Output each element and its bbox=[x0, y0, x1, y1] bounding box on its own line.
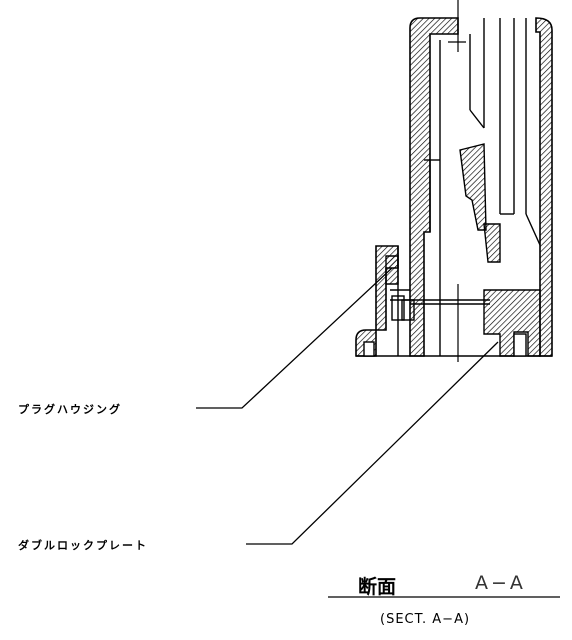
internal-contours bbox=[356, 18, 552, 357]
section-subtitle: (SECT. A−A) bbox=[380, 612, 471, 627]
section-id: A−A bbox=[475, 572, 526, 594]
label-plug-housing: プラグハウジング bbox=[18, 403, 122, 416]
section-title: 断面 bbox=[358, 576, 397, 598]
label-double-lock-plate: ダブルロックプレート bbox=[18, 539, 148, 552]
leader-line-double-lock-plate bbox=[246, 341, 499, 545]
double-lock-plate-section bbox=[385, 143, 541, 357]
leader-line-plug-housing bbox=[196, 267, 393, 409]
section-cut-marks bbox=[448, 0, 466, 362]
plug-housing-section bbox=[355, 17, 553, 357]
